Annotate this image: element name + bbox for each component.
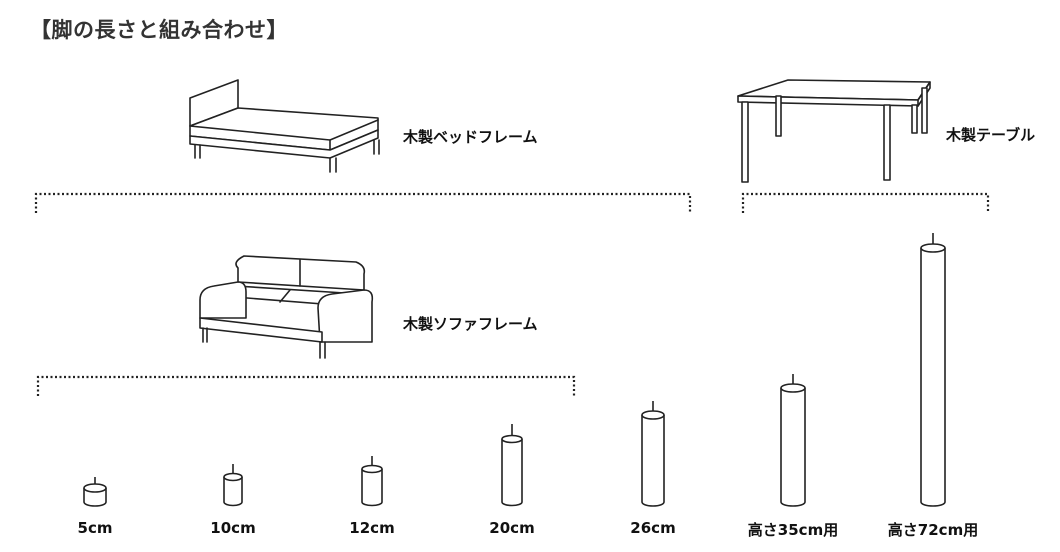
leg-26cm: [641, 401, 665, 507]
leg-12cm: [361, 456, 383, 507]
leg-35cm: [780, 374, 806, 507]
table-range-bracket: [741, 192, 990, 213]
table-label: 木製テーブル: [946, 126, 1036, 144]
page-title: 【脚の長さと組み合わせ】: [30, 18, 288, 42]
leg-label-20cm: 20cm: [489, 519, 535, 537]
leg-label-35cm: 高さ35cm用: [747, 521, 839, 539]
leg-label-10cm: 10cm: [210, 519, 256, 537]
sofa-range-bracket: [36, 375, 576, 396]
leg-label-26cm: 26cm: [630, 519, 676, 537]
leg-20cm: [501, 424, 523, 507]
leg-label-72cm: 高さ72cm用: [887, 521, 979, 539]
leg-label-5cm: 5cm: [77, 519, 113, 537]
bed-illustration: [189, 79, 380, 173]
sofa-illustration: [199, 255, 374, 359]
leg-10cm: [223, 464, 243, 507]
table-illustration: [737, 79, 931, 183]
leg-72cm: [920, 233, 946, 507]
sofa-frame-label: 木製ソファフレーム: [403, 315, 538, 333]
leg-5cm: [83, 477, 107, 507]
bed-frame-label: 木製ベッドフレーム: [403, 128, 538, 146]
bed-range-bracket: [34, 192, 692, 213]
leg-label-12cm: 12cm: [349, 519, 395, 537]
